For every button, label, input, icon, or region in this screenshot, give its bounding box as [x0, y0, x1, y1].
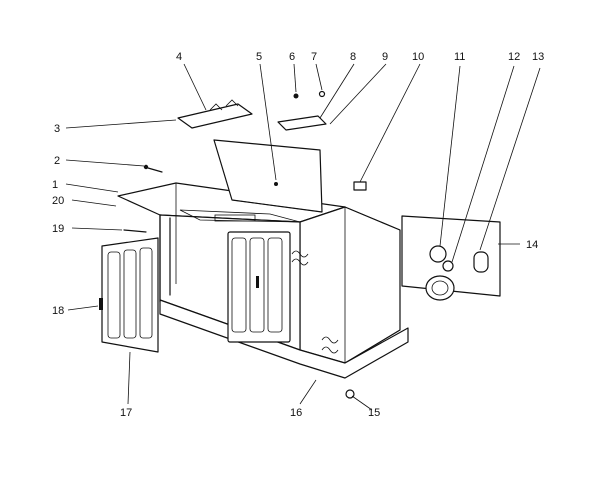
callout-9: 9 [382, 51, 388, 63]
callout-15: 15 [368, 407, 380, 419]
leader-lines [65, 63, 541, 411]
callout-17: 17 [120, 407, 132, 419]
callout-13: 13 [532, 51, 544, 63]
callout-12: 12 [508, 51, 520, 63]
callout-16: 16 [290, 407, 302, 419]
callout-3: 3 [54, 123, 60, 135]
callout-11: 11 [454, 51, 465, 63]
callout-20: 20 [52, 195, 64, 207]
grille-right [291, 250, 339, 354]
lid [213, 139, 323, 213]
callout-7: 7 [311, 51, 317, 63]
small-parts [99, 90, 367, 399]
side-door-panel [101, 237, 159, 353]
callout-18: 18 [52, 305, 64, 317]
callout-8: 8 [350, 51, 356, 63]
callout-2: 2 [54, 155, 60, 167]
callout-5: 5 [256, 51, 262, 63]
callout-labels: 1 2 3 4 5 6 7 8 9 10 11 12 13 14 15 16 1… [52, 51, 544, 419]
callout-10: 10 [412, 51, 424, 63]
callout-4: 4 [176, 51, 182, 63]
back-panel [401, 215, 501, 301]
callout-14: 14 [526, 239, 538, 251]
front-doors [227, 231, 291, 343]
callout-1: 1 [52, 179, 58, 191]
callout-19: 19 [52, 223, 64, 235]
callout-6: 6 [289, 51, 295, 63]
